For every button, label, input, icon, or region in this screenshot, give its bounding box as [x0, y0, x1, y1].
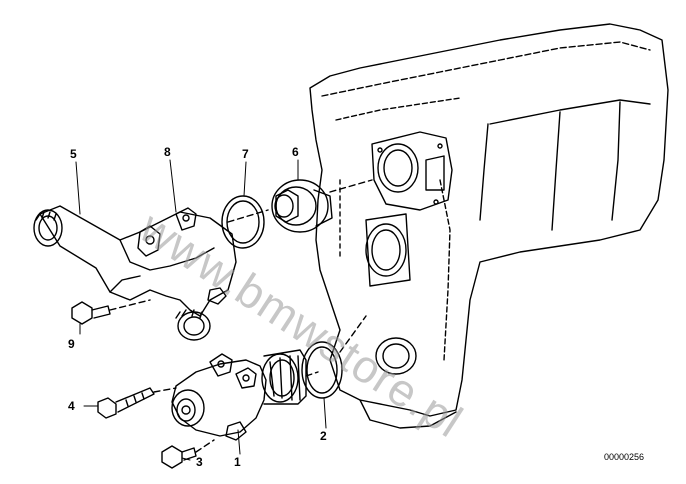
thermostat: [271, 179, 373, 233]
leader-lines: [75, 159, 327, 461]
callout-6: 6: [292, 145, 299, 159]
thermostat-gasket: [221, 195, 265, 249]
callout-2: 2: [320, 429, 327, 443]
thermostat-seat: [371, 131, 453, 211]
engine-block: [309, 23, 669, 429]
bolt-9: [71, 299, 151, 325]
callout-8: 8: [164, 145, 171, 159]
bolt-4: [97, 387, 177, 419]
reference-number: 00000256: [604, 452, 645, 462]
bolt-3: [161, 439, 215, 469]
callout-4: 4: [68, 399, 75, 413]
water-pump-gasket: [301, 315, 367, 399]
callout-9: 9: [68, 337, 75, 351]
callout-7: 7: [242, 147, 249, 161]
callout-1: 1: [234, 455, 241, 469]
thermostat-housing: [33, 205, 269, 341]
water-pump: [171, 349, 319, 441]
callout-3: 3: [196, 455, 203, 469]
callout-5: 5: [70, 147, 77, 161]
pump-seat: [365, 223, 407, 277]
